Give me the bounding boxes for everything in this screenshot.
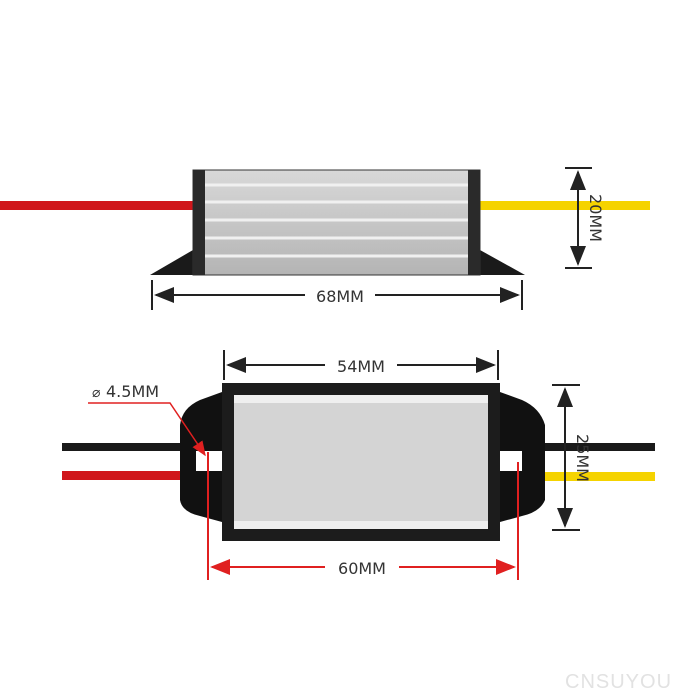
width-label-25: 25MM xyxy=(573,434,592,482)
right-flange xyxy=(500,392,545,522)
housing-face xyxy=(234,395,488,529)
top-view-module xyxy=(62,383,655,541)
right-mounting-foot xyxy=(480,250,525,275)
height-label-20: 20MM xyxy=(586,194,605,242)
diameter-icon: ⌀ xyxy=(92,385,101,401)
height-dimension-20 xyxy=(565,167,592,269)
side-view-module xyxy=(0,169,650,276)
right-black-wire xyxy=(540,443,655,451)
length-label-68: 68MM xyxy=(316,287,364,306)
length-label-54: 54MM xyxy=(337,357,385,376)
length-label-60: 60MM xyxy=(338,559,386,578)
wire-diameter-callout: ⌀ 4.5MM xyxy=(88,382,206,457)
red-wire xyxy=(0,201,195,210)
yellow-wire xyxy=(478,201,650,210)
left-black-wire xyxy=(62,443,202,451)
left-end-cap xyxy=(193,170,205,275)
right-yellow-wire xyxy=(540,472,655,481)
width-dimension-25 xyxy=(552,384,580,531)
right-end-cap xyxy=(468,170,480,275)
diameter-label: 4.5MM xyxy=(106,382,159,401)
left-mounting-foot xyxy=(150,250,193,275)
left-red-wire xyxy=(62,471,202,480)
watermark: CNSUYOU xyxy=(565,671,672,693)
